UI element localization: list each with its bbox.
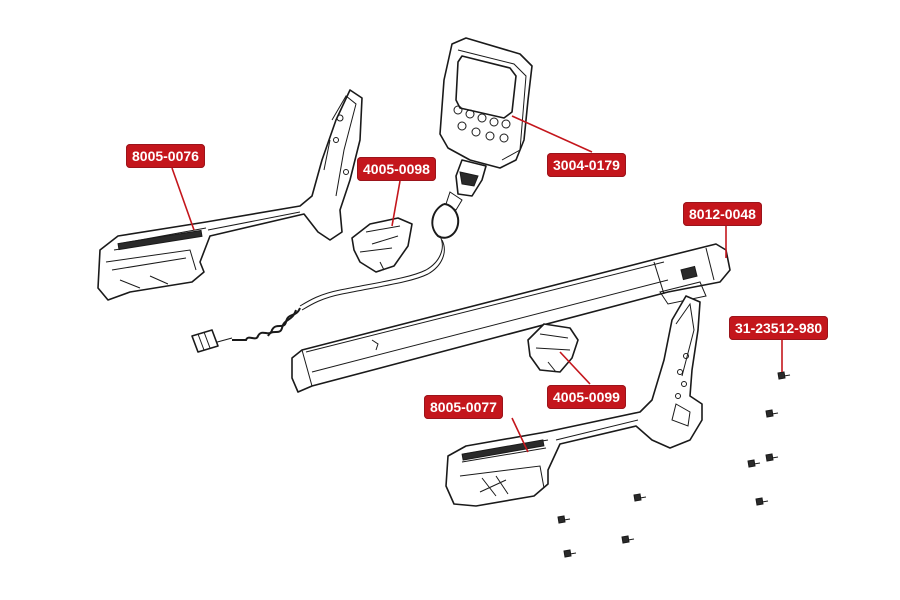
armrest-upper-part — [97, 89, 363, 301]
control-box-part — [431, 37, 533, 239]
leader-armrest-upper — [171, 167, 195, 231]
leader-cable-clip-lower — [559, 351, 591, 385]
callout-armrest-upper: 8005-0076 — [126, 144, 205, 168]
armrest-lower-part — [445, 295, 703, 507]
upper-shaft-part — [291, 243, 731, 393]
leader-lines — [171, 115, 783, 453]
callout-armrest-lower: 8005-0077 — [424, 395, 503, 419]
callout-cable-clip-lower: 4005-0099 — [547, 385, 626, 409]
callout-screw: 31-23512-980 — [729, 316, 829, 340]
cable-clip-upper-part — [351, 217, 413, 273]
screw-set-part — [557, 371, 791, 558]
leader-armrest-lower — [511, 417, 529, 453]
callout-upper-shaft: 8012-0048 — [683, 202, 762, 226]
leader-control-box — [511, 115, 593, 153]
leader-cable-clip-upper — [391, 180, 401, 227]
callout-cable-clip-upper: 4005-0098 — [357, 157, 436, 181]
callout-control-box: 3004-0179 — [547, 153, 626, 177]
coil-cable-part — [191, 235, 445, 353]
cable-clip-lower-part — [527, 323, 579, 373]
